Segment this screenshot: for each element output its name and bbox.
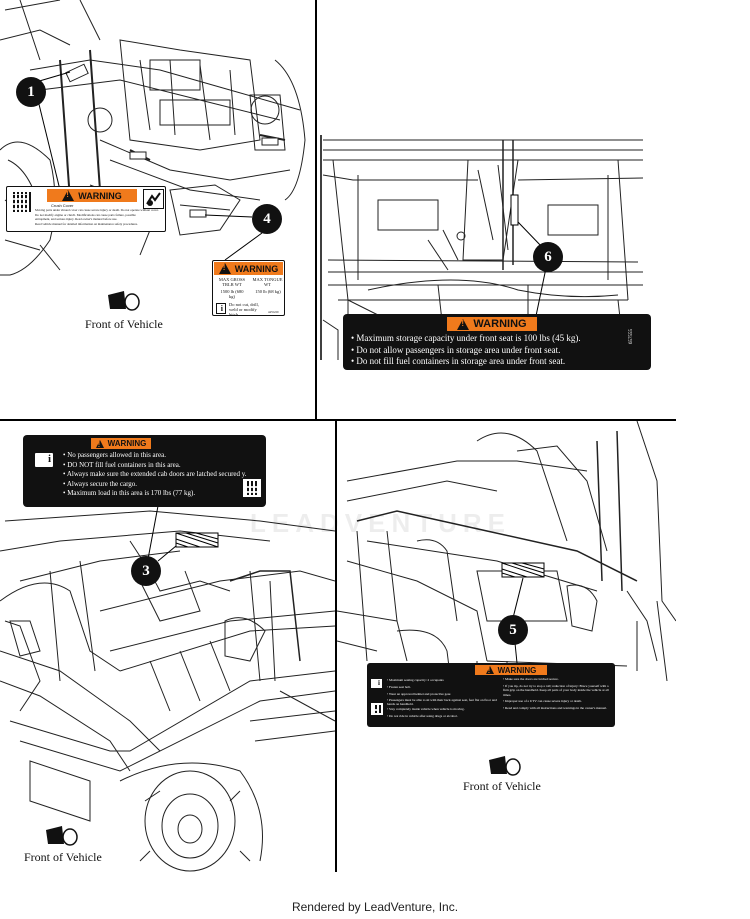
- panel-cargo-bed: 3 WARNING • No passengers allowed in thi…: [0, 421, 335, 872]
- qr-code: [371, 703, 383, 715]
- panel-under-seat: 6 WARNING • Maximum storage capacity und…: [318, 0, 676, 419]
- label4-col1-value: 1500 lb (680 kg): [220, 289, 244, 299]
- callout-3: 3: [131, 556, 161, 586]
- label1-line: Do not modify engine or clutch. Modifica…: [35, 212, 136, 217]
- warning-header-text: WARNING: [497, 665, 537, 675]
- label6-line: • Maximum storage capacity under front s…: [351, 333, 581, 343]
- label4-col2-value: 150 lb (68 kg): [255, 289, 281, 294]
- callout-4: 4: [252, 204, 282, 234]
- warning-label-4: WARNING MAX GROSS TRLR WT MAX TONGUE WT …: [212, 260, 285, 316]
- label3-line: • Always make sure the extended cab door…: [63, 470, 247, 478]
- label5-left-line: • Maximum seating capacity: 2 occupants: [387, 678, 444, 682]
- warning-triangle-icon: [62, 190, 75, 201]
- front-arrow-icon: [108, 291, 140, 311]
- label5-right-line: • Improper use of a UTV can cause severe…: [503, 699, 582, 703]
- warning-triangle-icon: [457, 318, 470, 330]
- label4-col2-head: MAX TONGUE WT: [252, 277, 283, 287]
- label6-part-number: 657555: [629, 329, 634, 344]
- label6-line: • Do not fill fuel containers in storage…: [351, 356, 566, 366]
- warning-header: WARNING: [214, 262, 283, 275]
- callout-5: 5: [498, 615, 528, 645]
- manual-book-icon: [371, 679, 382, 688]
- rear-cab-drawing: [337, 421, 676, 697]
- footer-credit: Rendered by LeadVenture, Inc.: [291, 900, 459, 914]
- label4-footer: Do not cut, drill, weld or modify hitch.: [229, 302, 259, 316]
- panel-engine-bay: 1 4 WARNING Crush Cover Moving parts und…: [0, 0, 315, 419]
- label5-left-line: • Stay completely inside vehicle when ve…: [387, 707, 465, 711]
- warning-label-3: WARNING • No passengers allowed in this …: [23, 435, 266, 507]
- label5-left-line: • Passengers must be able to sit with th…: [387, 698, 497, 706]
- label4-col1-head: MAX GROSS TRLR WT: [218, 277, 246, 287]
- front-arrow-icon: [46, 826, 78, 846]
- warning-triangle-icon: [95, 439, 104, 449]
- warning-label-6: WARNING • Maximum storage capacity under…: [343, 314, 651, 370]
- qr-code: [9, 190, 33, 214]
- panel-rear-cab: 5 WARNING • Maximum seating capacity: 2 …: [337, 421, 676, 872]
- under-seat-drawing: [320, 135, 644, 360]
- label1-title: Crush Cover: [51, 203, 74, 208]
- label3-line: • Maximum load in this area is 170 lbs (…: [63, 489, 196, 497]
- front-arrow-icon: [489, 756, 521, 776]
- callout-6: 6: [533, 242, 563, 272]
- label5-left-line: • Do not ride in vehicle after using dru…: [387, 714, 458, 718]
- divider-vertical-top: [315, 0, 317, 420]
- warning-triangle-icon: [218, 263, 231, 274]
- warning-header: WARNING: [91, 438, 151, 449]
- warning-header-text: WARNING: [78, 190, 122, 201]
- warning-triangle-icon: [485, 666, 494, 675]
- label5-right-line: • Make sure the doors are latched secure…: [503, 677, 559, 681]
- front-of-vehicle-label: Front of Vehicle: [463, 779, 541, 793]
- label4-part-number: 4455229: [268, 310, 279, 314]
- engine-bay-drawing: [0, 0, 306, 276]
- qr-code: [243, 479, 261, 497]
- warning-header: WARNING: [47, 189, 137, 202]
- warning-header-text: WARNING: [107, 439, 147, 448]
- manual-book-icon: [35, 453, 53, 467]
- front-of-vehicle-label: Front of Vehicle: [85, 317, 163, 331]
- crush-icon: [143, 189, 164, 209]
- label5-left-line: • Fasten seat belt.: [387, 685, 411, 689]
- divider-horizontal: [0, 419, 676, 421]
- label3-line: • DO NOT fill fuel containers in this ar…: [63, 460, 181, 469]
- front-of-vehicle-label: Front of Vehicle: [24, 850, 102, 864]
- divider-vertical-bottom: [335, 420, 337, 872]
- warning-header: WARNING: [447, 317, 537, 331]
- label5-left-line: • Wear an approved helmet and protective…: [387, 692, 452, 696]
- manual-book-icon: [216, 303, 226, 314]
- warning-label-5: WARNING • Maximum seating capacity: 2 oc…: [367, 663, 615, 727]
- warning-header-text: WARNING: [234, 263, 279, 274]
- warning-header: WARNING: [475, 665, 547, 675]
- callout-1: 1: [16, 77, 46, 107]
- label6-line: • Do not allow passengers in storage are…: [351, 344, 561, 355]
- label5-right-line: • If you tip, do not try to stop a roll;…: [503, 683, 609, 697]
- warning-header-text: WARNING: [473, 318, 527, 330]
- label3-line: • Always secure the cargo.: [63, 479, 138, 488]
- label1-line: Moving parts under shroud cover can caus…: [35, 208, 159, 212]
- warning-label-1: WARNING Crush Cover Moving parts under s…: [6, 186, 166, 232]
- watermark-text: LEADVENTURE: [250, 508, 512, 538]
- label1-line: Read vehicle manual for detailed informa…: [35, 221, 138, 226]
- label3-line: • No passengers allowed in this area.: [63, 451, 166, 459]
- label5-right-line: • Read and comply with all instructions …: [503, 705, 607, 710]
- label1-line: entrapment, and serious injury. Read own…: [35, 217, 118, 221]
- cargo-bed-drawing: [0, 505, 335, 872]
